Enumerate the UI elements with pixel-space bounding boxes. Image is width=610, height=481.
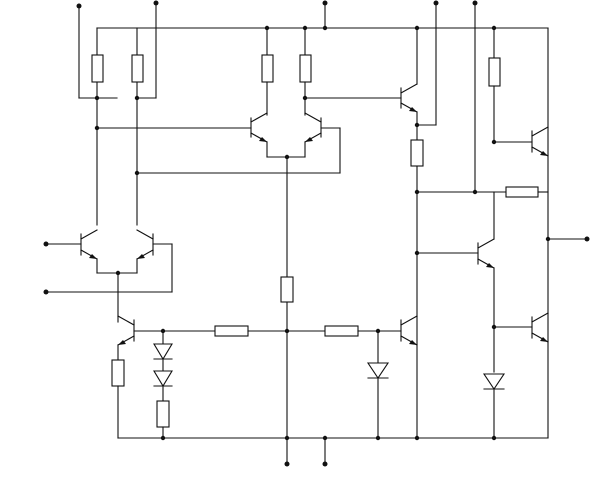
resistor-r5 — [488, 27, 501, 143]
transistor-q6 — [493, 126, 549, 157]
transistor-q9 — [111, 315, 135, 439]
transistor-q1 — [43, 229, 98, 274]
input-leads-top — [76, 0, 478, 193]
diode-d5 — [482, 373, 506, 439]
transistor-q10 — [400, 315, 418, 346]
diode-d3 — [366, 330, 390, 439]
resistor-r6 — [416, 186, 549, 198]
top-rail — [96, 0, 549, 439]
diff-pair-tail — [96, 97, 402, 464]
junction-dots — [94, 25, 551, 441]
transistor-q4 — [136, 112, 341, 174]
transistor-q3 — [250, 112, 268, 158]
bottom-rail — [117, 437, 549, 467]
resistor-r3 — [261, 27, 274, 116]
transistor-q2 — [43, 229, 173, 295]
diode-d2 — [153, 358, 173, 402]
resistor-r7 — [156, 400, 170, 439]
transistor-q8 — [493, 312, 549, 343]
transistor-q5 — [400, 27, 424, 439]
bias-line — [133, 325, 402, 337]
left-pair-tail — [96, 272, 138, 323]
resistor-r4 — [299, 27, 312, 116]
output-lead — [547, 236, 590, 242]
diode-d1 — [153, 330, 173, 361]
resistor-r2 — [131, 27, 144, 226]
resistor-r1 — [91, 27, 104, 226]
transistor-q7 — [416, 191, 495, 373]
